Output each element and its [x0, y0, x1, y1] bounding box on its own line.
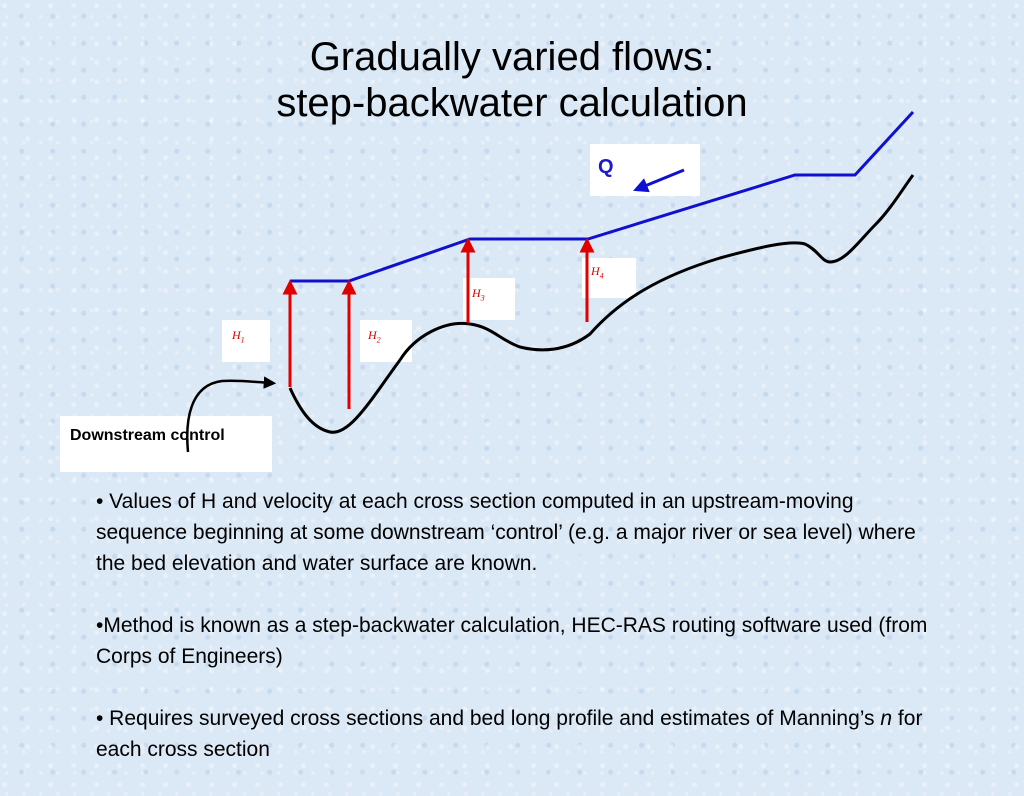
flow-arrow — [633, 168, 685, 193]
h3-base: H — [472, 286, 481, 300]
bed-profile-line — [288, 174, 915, 434]
step-backwater-diagram — [186, 110, 915, 453]
manning-n: n — [880, 707, 893, 730]
bullet-3: • Requires surveyed cross sections and b… — [96, 703, 946, 765]
bullet-2: •Method is known as a step-backwater cal… — [96, 614, 928, 668]
bullet-3-text: • Requires surveyed cross sections and b… — [96, 707, 881, 730]
bullet-list: • Values of H and velocity at each cross… — [96, 486, 946, 796]
h1-base: H — [232, 328, 241, 342]
h3-sub: 3 — [480, 293, 485, 303]
h4-label-box — [582, 258, 636, 298]
downstream-label-box — [60, 416, 272, 472]
title-line-1: Gradually varied flows: — [309, 35, 715, 79]
bullet-3-text-end: for each cross section — [96, 707, 923, 761]
h2-label: H2 — [368, 328, 381, 344]
h1-sub: 1 — [240, 335, 245, 345]
h3-label: H3 — [472, 286, 485, 302]
h4-base: H — [591, 264, 600, 278]
q-label: Q — [598, 156, 614, 178]
h4-sub: 4 — [599, 271, 604, 281]
bullet-1: • Values of H and velocity at each cross… — [96, 490, 916, 575]
h4-label: H4 — [591, 264, 604, 280]
title-line-2: step-backwater calculation — [276, 81, 748, 125]
h2-base: H — [368, 328, 377, 342]
h3-label-box — [463, 278, 515, 320]
h1-label: H1 — [232, 328, 245, 344]
h1-label-box — [222, 320, 270, 362]
h2-sub: 2 — [376, 335, 381, 345]
downstream-control-label: Downstream control — [70, 427, 225, 444]
downstream-control-arrow — [186, 376, 277, 453]
slide-title: Gradually varied flows: step-backwater c… — [0, 34, 1024, 126]
